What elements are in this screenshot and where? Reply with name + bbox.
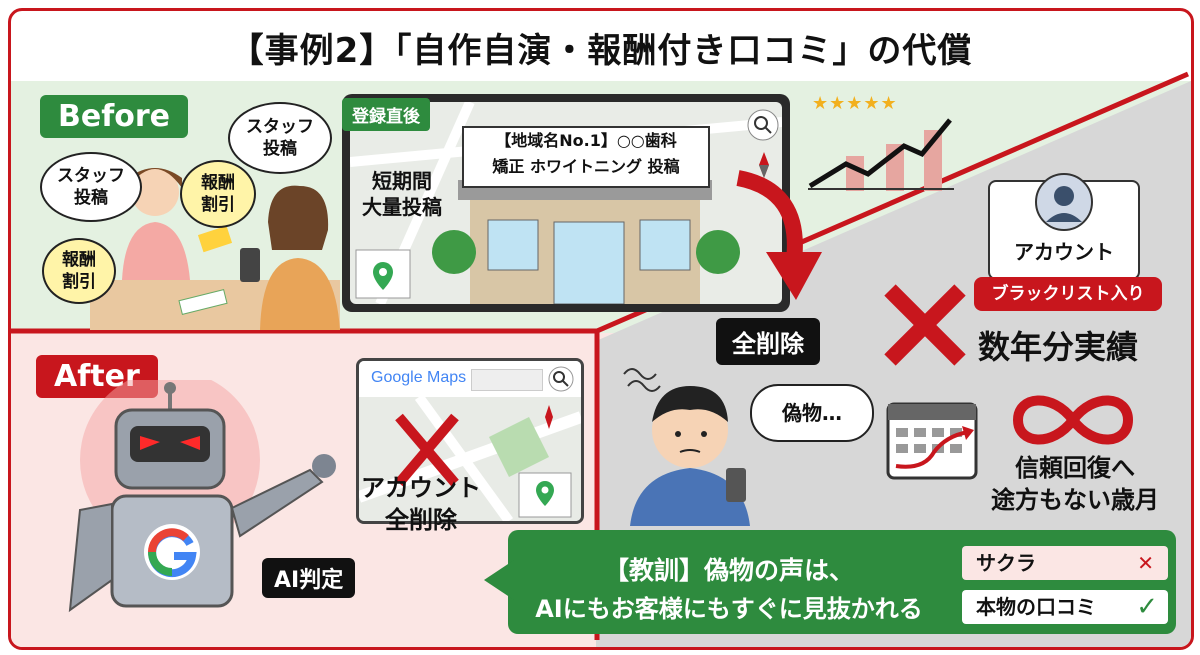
reward-discount-bubble-1: 報酬 割引 <box>180 160 256 228</box>
sakura-cross-icon: ✕ <box>1137 551 1154 575</box>
screen-map <box>350 102 782 304</box>
lesson-text: 【教訓】偽物の声は、 AIにもお客様にもすぐに見抜かれる <box>524 552 934 628</box>
fake-bubble: 偽物… <box>750 384 874 442</box>
compass-icon <box>759 152 769 178</box>
staff-and-customer-illustration <box>90 168 340 330</box>
mass-post-text: 短期間 大量投稿 <box>362 169 442 219</box>
lesson-box-pointer <box>484 560 514 600</box>
user-avatar-icon <box>1035 173 1093 231</box>
real-reviews-check-icon: ✓ <box>1136 592 1158 622</box>
page-title: 【事例2】「自作自演・報酬付き口コミ」の代償 <box>229 31 973 71</box>
maps-header: Google Maps <box>359 361 581 398</box>
account-deleted-line1: アカウント <box>361 474 481 502</box>
account-deleted-line2: 全削除 <box>385 506 457 534</box>
downfall-arrow <box>736 170 822 300</box>
lesson-line-2: AIにもお客様にもすぐに見抜かれる <box>535 595 923 623</box>
sakura-box: サクラ ✕ <box>962 546 1168 580</box>
lesson-line-1: 【教訓】偽物の声は、 <box>603 556 854 585</box>
real-reviews-box: 本物の口コミ ✓ <box>962 590 1168 624</box>
just-registered-label: 登録直後 <box>342 98 430 131</box>
worried-man-illustration <box>623 368 750 526</box>
trust-recovery-line1: 信頼回復へ <box>1015 454 1135 482</box>
map-background <box>350 102 782 304</box>
sakura-label: サクラ <box>976 551 1036 575</box>
maps-search-icon[interactable] <box>547 365 575 393</box>
cross-mark-icon <box>884 284 966 366</box>
account-label: アカウント <box>1014 240 1114 264</box>
google-maps-window: Google Maps <box>356 358 584 524</box>
sign-line-1: 【地域名No.1】○○歯科 <box>495 131 677 150</box>
ai-judgement-label: AI判定 <box>262 558 356 598</box>
before-tag: Before <box>40 95 189 138</box>
account-card: アカウント <box>988 173 1140 280</box>
real-reviews-label: 本物の口コミ <box>976 595 1096 619</box>
maps-title: Google Maps <box>371 369 467 386</box>
rising-rating-graph <box>808 118 954 191</box>
ai-robot-illustration <box>68 380 336 613</box>
staff-post-bubble-2: スタッフ 投稿 <box>40 152 142 222</box>
store-sign: 【地域名No.1】○○歯科 矯正 ホワイトニング 投稿 <box>462 126 710 188</box>
trust-recovery-line2: 途方もない歳月 <box>991 486 1159 514</box>
years-lost-text: 数年分実績 <box>978 328 1139 366</box>
maps-map-area <box>359 397 581 521</box>
infinity-icon <box>1012 395 1134 445</box>
staff-post-bubble-1: スタッフ 投稿 <box>228 102 332 174</box>
maps-search-input[interactable] <box>471 369 543 391</box>
search-icon[interactable] <box>746 108 780 142</box>
blacklist-badge: ブラックリスト入り <box>974 277 1162 311</box>
calendar-icon <box>886 402 978 480</box>
reward-discount-bubble-2: 報酬 割引 <box>42 238 116 304</box>
sign-line-2: 矯正 ホワイトニング 投稿 <box>492 157 680 176</box>
delete-all-label: 全削除 <box>716 318 820 365</box>
five-star-rating: ★★★★★ <box>812 93 898 114</box>
